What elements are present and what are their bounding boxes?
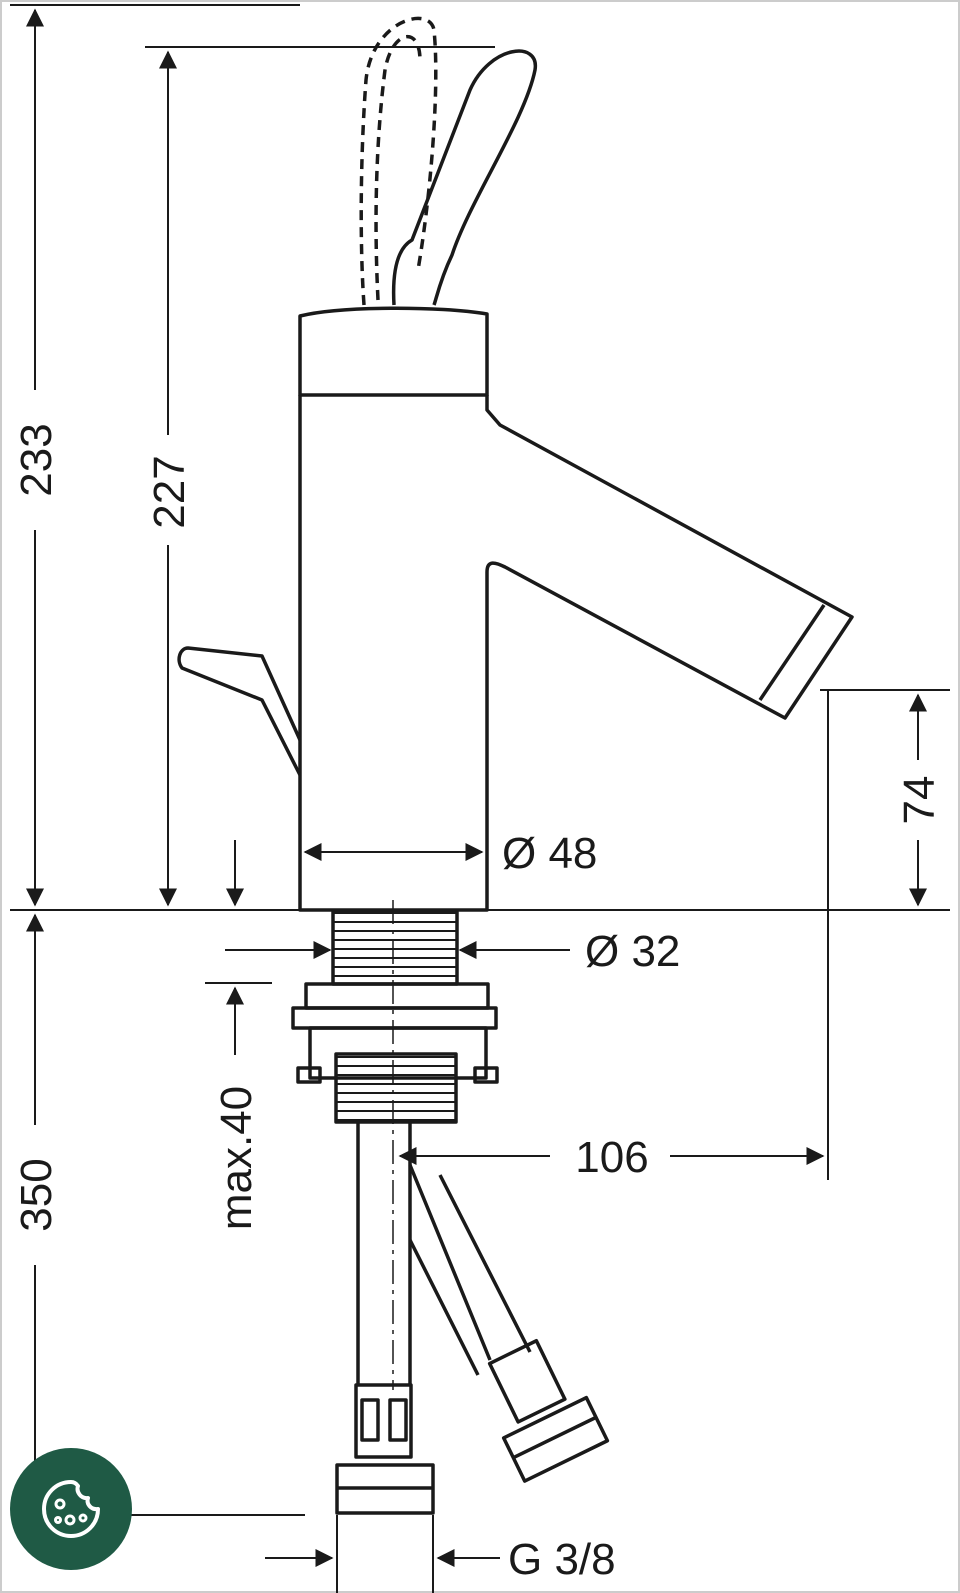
dim-227: 227 [145,455,194,528]
popup-rod [177,646,302,776]
body-spout [298,395,854,912]
cap [298,306,489,397]
cookie-icon [42,1480,100,1538]
dim-233: 233 [12,423,61,496]
dimension-lines [10,4,950,1593]
hose-nut-angled [501,1395,610,1483]
cookie-settings-button[interactable] [10,1448,132,1570]
hose-straight [356,1122,412,1385]
dim-32: Ø 32 [585,927,680,976]
faucet-outline [177,16,854,1515]
dim-74: 74 [895,776,944,825]
dim-106: 106 [575,1133,648,1182]
lever-handle [391,49,537,306]
dim-350: 350 [12,1158,61,1231]
threaded-shank [331,910,459,986]
lever-handle-dashed [359,16,438,306]
dim-g38: G 3/8 [508,1535,616,1584]
hose-angled [408,1164,532,1376]
dim-48: Ø 48 [502,829,597,878]
dimension-labels: 233 227 74 Ø 48 Ø 32 max.40 106 350 G 3/… [12,423,944,1584]
dim-max40: max.40 [212,1086,261,1230]
